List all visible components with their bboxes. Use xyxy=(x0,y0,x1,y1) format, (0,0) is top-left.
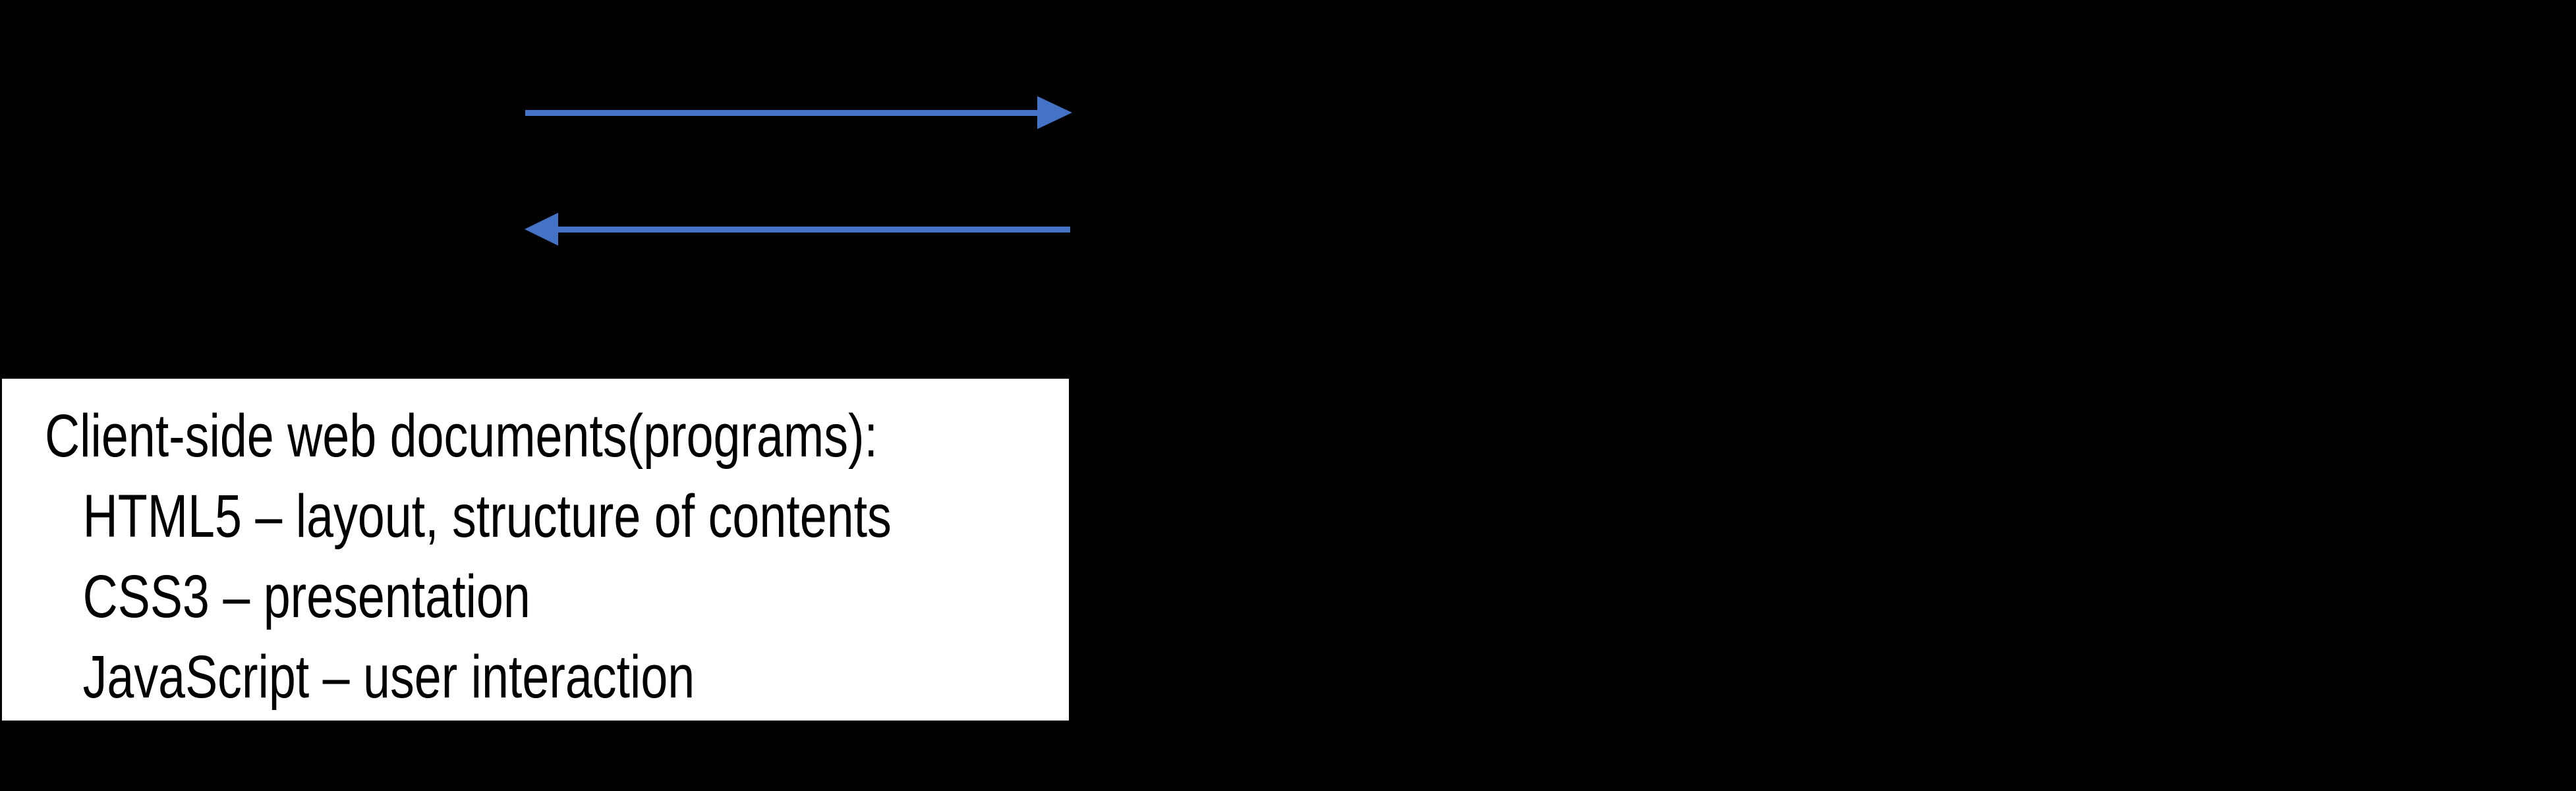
info-box-item: HTML5 – layout, structure of contents xyxy=(82,483,892,550)
info-box-title: Client-side web documents(programs): xyxy=(45,402,878,470)
client-side-info-box: Client-side web documents(programs): HTM… xyxy=(2,379,1069,721)
left-arrowhead-icon xyxy=(525,213,558,246)
info-box-item: CSS3 – presentation xyxy=(82,563,530,630)
right-arrow-shaft xyxy=(525,110,1037,116)
right-arrowhead-icon xyxy=(1037,96,1072,129)
left-arrow-shaft xyxy=(558,227,1070,232)
info-box-item: JavaScript – user interaction xyxy=(82,643,695,711)
